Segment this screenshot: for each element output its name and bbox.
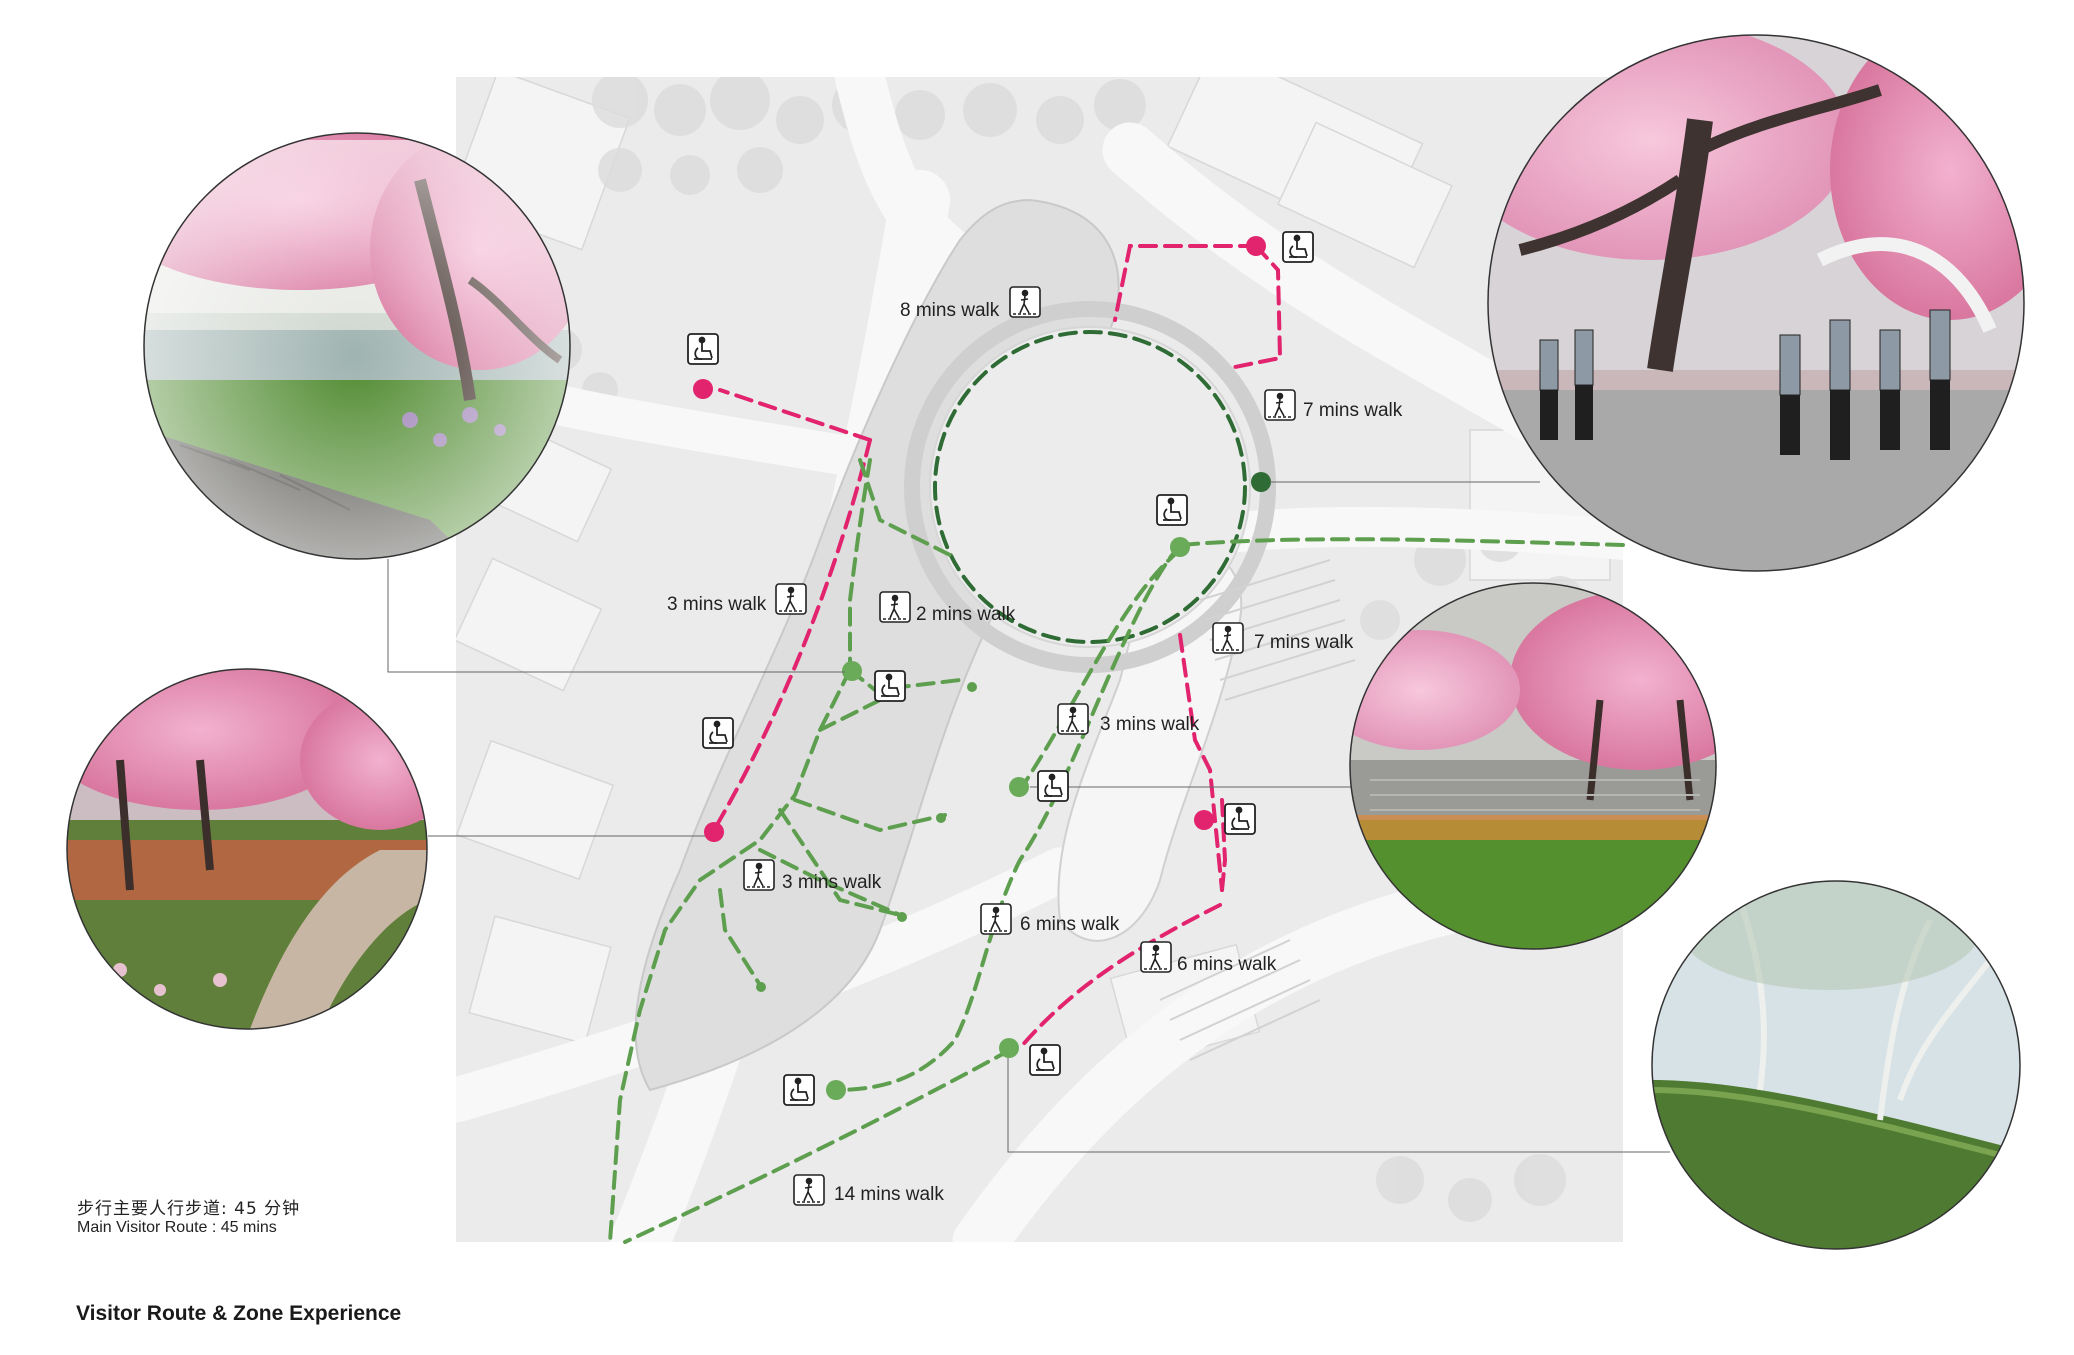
walker-icon-3b <box>1057 703 1089 735</box>
dot-pink-start[interactable] <box>1246 236 1266 256</box>
wheelchair-icon <box>1156 494 1188 526</box>
dot-pink-southwest[interactable] <box>704 822 724 842</box>
walker-icon-6a <box>980 903 1012 935</box>
walker-icon-6b <box>1140 941 1172 973</box>
walk-label-8: 8 mins walk <box>900 300 1000 321</box>
wheelchair-icons <box>687 231 1314 1106</box>
walk-label-6a: 6 mins walk <box>1020 914 1120 935</box>
dot-green-south[interactable] <box>999 1038 1019 1058</box>
walk-label-3b: 3 mins walk <box>1100 714 1200 735</box>
dot-green-ring[interactable] <box>1170 537 1190 557</box>
walk-label-7a: 7 mins walk <box>1303 400 1403 421</box>
wheelchair-icon <box>1282 231 1314 263</box>
walker-icon-7a <box>1264 389 1296 421</box>
dot-pink-southeast[interactable] <box>1194 810 1214 830</box>
wheelchair-icon <box>702 717 734 749</box>
walk-label-2: 2 mins walk <box>916 604 1016 625</box>
diagram-caption: Visitor Route & Zone Experience <box>76 1302 402 1325</box>
photo-running-path <box>67 669 427 1029</box>
walker-icons <box>743 286 1296 1206</box>
dot-pink-west[interactable] <box>693 379 713 399</box>
route-pink <box>712 244 1283 1050</box>
walker-icon-3c <box>743 859 775 891</box>
dot-green-center[interactable] <box>1009 777 1029 797</box>
walk-label-3c: 3 mins walk <box>782 872 882 893</box>
wheelchair-icon <box>1224 803 1256 835</box>
walk-label-7b: 7 mins walk <box>1254 632 1354 653</box>
walk-label-3a: 3 mins walk <box>667 594 767 615</box>
wheelchair-icon <box>1029 1044 1061 1076</box>
wheelchair-icon <box>687 333 719 365</box>
legend-english: Main Visitor Route : 45 mins <box>77 1219 277 1236</box>
connector-lines <box>387 481 1670 1153</box>
walk-label-6b: 6 mins walk <box>1177 954 1277 975</box>
wheelchair-icon <box>783 1074 815 1106</box>
walker-icon-7b <box>1212 622 1244 654</box>
walker-icon-8 <box>1009 286 1041 318</box>
walker-icon-14 <box>793 1174 825 1206</box>
dot-darkgreen-east[interactable] <box>1251 472 1271 492</box>
route-dots <box>693 236 1271 1100</box>
legend-chinese: 步行主要人行步道: 45 分钟 <box>77 1199 301 1219</box>
walk-label-14: 14 mins walk <box>834 1184 944 1205</box>
wheelchair-icon <box>1037 770 1069 802</box>
photo-misty-hill <box>1652 881 2020 1249</box>
walker-icon-2 <box>879 591 911 623</box>
walker-icon-3a <box>775 583 807 615</box>
walk-labels: 8 mins walk 7 mins walk 3 mins walk 2 mi… <box>667 300 1403 1205</box>
route-darkgreen <box>933 330 1247 644</box>
dot-green-park[interactable] <box>842 661 862 681</box>
dot-green-southwest[interactable] <box>826 1080 846 1100</box>
wheelchair-icon <box>874 670 906 702</box>
